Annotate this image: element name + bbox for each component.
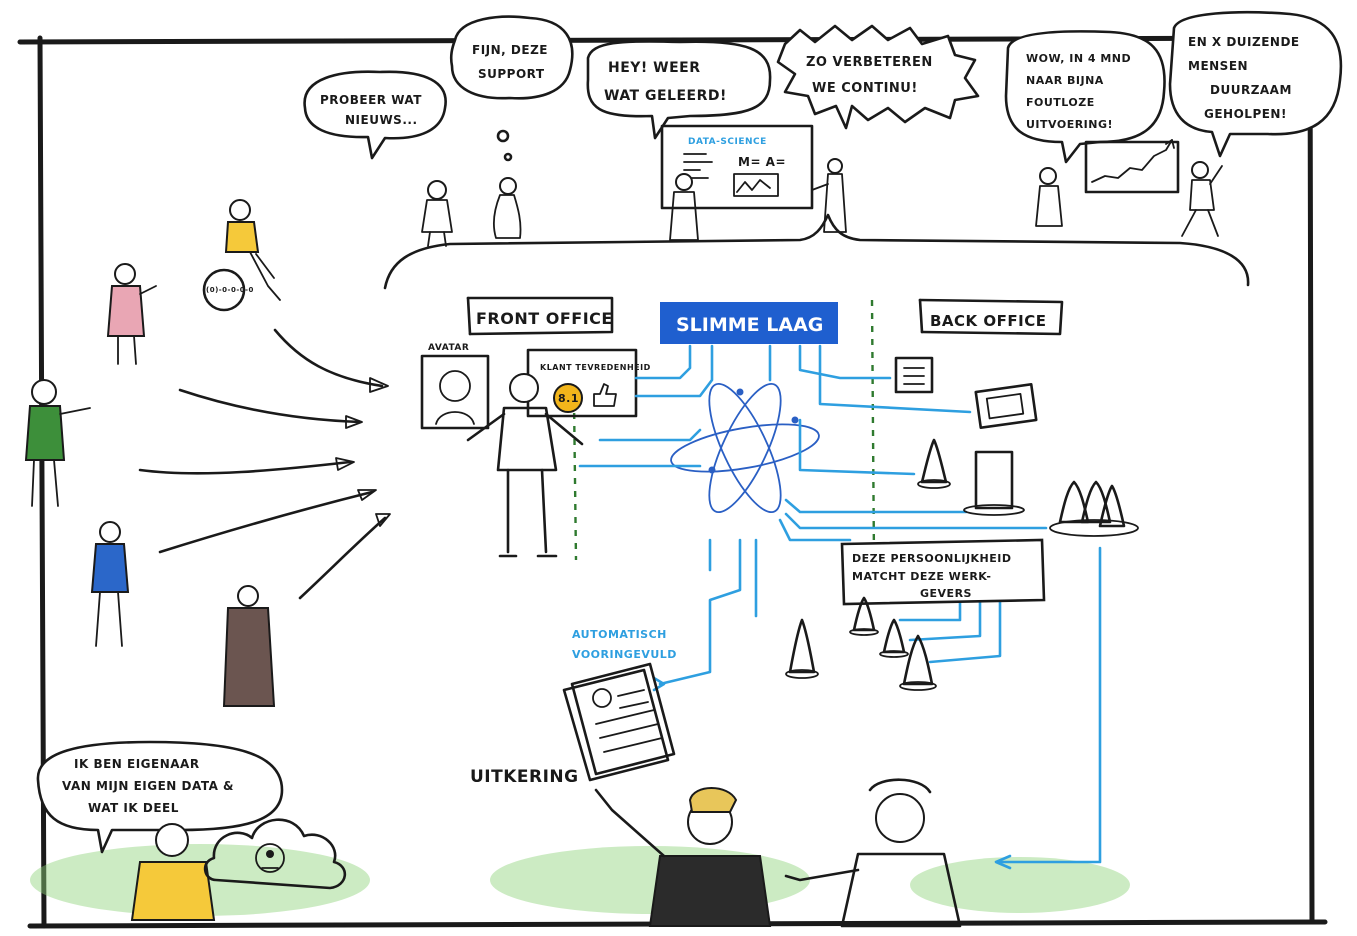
satisfaction-score: 8.1 — [558, 392, 579, 405]
front-office-text: FRONT OFFICE — [476, 309, 613, 328]
satisfaction-panel: KLANT TEVREDENHEID 8.1 — [526, 348, 651, 418]
back-office-text: BACK OFFICE — [930, 312, 1046, 330]
bubble-zo-line-2: WE CONTINU! — [812, 81, 918, 96]
employer-pawns — [785, 596, 937, 691]
bubble-eigenaar-line-3: WAT IK DEEL — [88, 801, 179, 815]
uitkering-label: UITKERING — [470, 767, 579, 787]
bubble-zo-line-1: ZO VERBETEREN — [806, 55, 933, 70]
data-science-board: DATA-SCIENCE M= A= — [660, 124, 814, 210]
match-line-3: GEVERS — [920, 587, 972, 600]
slimme-laag-label: SLIMME LAAG — [660, 302, 838, 344]
bubble-wow-line-2: NAAR BIJNA — [1026, 74, 1104, 87]
bubble-hey: HEY! WEER WAT GELEERD! — [586, 40, 772, 140]
match-line-1: DEZE PERSOONLIJKHEID — [852, 552, 1012, 565]
bubble-probeer: PROBEER WAT NIEUWS... — [303, 70, 447, 160]
person-wheelchair: (0)-0-0-0-0 — [202, 199, 281, 312]
top-figure-cheering — [1181, 161, 1223, 237]
bubble-en-line-2: MENSEN — [1188, 59, 1248, 73]
person-receiving-uitkering — [594, 787, 772, 927]
slimme-laag-text: SLIMME LAAG — [676, 314, 823, 336]
growth-chart-board — [1084, 139, 1180, 194]
front-office-agent — [466, 373, 584, 558]
bubble-wow-line-3: FOUTLOZE — [1026, 96, 1095, 109]
bubble-fijn-line-1: FIJN, DEZE — [472, 43, 548, 57]
automatisch-line-2: VOORINGEVULD — [572, 648, 677, 661]
bubble-en: EN X DUIZENDE MENSEN DUURZAAM GEHOLPEN! — [1168, 10, 1343, 158]
bubble-zo: ZO VERBETEREN WE CONTINU! — [776, 24, 980, 130]
document-icon — [562, 662, 676, 782]
person-elderly-woman — [106, 263, 157, 365]
bubble-en-line-3: DUURZAAM — [1210, 83, 1292, 97]
bubble-fijn: FIJN, DEZE SUPPORT — [449, 15, 574, 162]
automatisch-line-1: AUTOMATISCH — [572, 628, 667, 641]
top-figure-manager — [1035, 167, 1063, 227]
person-green-vest — [24, 379, 91, 507]
smart-layer-atom — [670, 382, 820, 514]
avatar-label: AVATAR — [428, 343, 469, 353]
score-badge-icon: 8.1 — [553, 383, 583, 413]
board-formula: M= A= — [738, 155, 786, 169]
wheelchair-wheel-text: (0)-0-0-0-0 — [206, 286, 254, 294]
bubble-hey-line-2: WAT GELEERD! — [604, 88, 727, 104]
top-figure-learner — [669, 173, 699, 241]
smart-layer-wires — [578, 344, 1102, 870]
avatar-portrait-icon — [435, 370, 475, 425]
match-line-2: MATCHT DEZE WERK- — [852, 570, 991, 583]
person-headscarf — [222, 585, 276, 707]
bubble-eigenaar-line-2: VAN MIJN EIGEN DATA & — [62, 779, 234, 793]
bubble-eigenaar-line-1: IK BEN EIGENAAR — [74, 757, 200, 771]
server-icon — [894, 356, 934, 394]
bubble-hey-line-1: HEY! WEER — [608, 60, 701, 76]
front-office-label: FRONT OFFICE — [466, 296, 614, 336]
match-label: DEZE PERSOONLIJKHEID MATCHT DEZE WERK- G… — [840, 538, 1046, 606]
bubble-fijn-line-2: SUPPORT — [478, 67, 545, 81]
person-data-owner — [130, 823, 216, 921]
person-blue-sweater — [90, 521, 130, 647]
bubble-probeer-line-1: PROBEER WAT — [320, 93, 422, 107]
bubble-eigenaar: IK BEN EIGENAAR VAN MIJN EIGEN DATA & WA… — [36, 740, 284, 854]
top-figure-support-agent — [421, 180, 453, 247]
bubble-en-line-1: EN X DUIZENDE — [1188, 35, 1300, 49]
thumbs-up-icon — [593, 383, 617, 407]
back-office-label: BACK OFFICE — [918, 298, 1064, 336]
board-title: DATA-SCIENCE — [688, 137, 767, 147]
top-figure-presenter — [811, 158, 847, 233]
monitor-icon — [974, 382, 1038, 430]
pawn-group-icon — [1049, 480, 1139, 537]
arrows-to-front-office — [138, 328, 391, 600]
cloud-icon — [203, 818, 347, 890]
bubble-wow-line-4: UITVOERING! — [1026, 118, 1113, 131]
avatar-frame: AVATAR — [420, 343, 490, 430]
person-advisor — [784, 778, 962, 928]
front-office-divider — [572, 399, 578, 561]
top-figure-customer — [493, 177, 522, 239]
automatisch-label: AUTOMATISCH VOORINGEVULD — [572, 628, 677, 661]
bubble-en-line-4: GEHOLPEN! — [1204, 107, 1287, 121]
tower-server-icon — [963, 450, 1025, 516]
top-hill-outline — [383, 213, 1250, 290]
pawn-icon — [917, 438, 951, 489]
back-office-divider — [870, 299, 876, 561]
satisfaction-label: KLANT TEVREDENHEID — [540, 363, 651, 372]
bubble-probeer-line-2: NIEUWS... — [345, 113, 418, 127]
bubble-wow: WOW, IN 4 MND NAAR BIJNA FOUTLOZE UITVOE… — [1004, 30, 1166, 164]
bubble-wow-line-1: WOW, IN 4 MND — [1026, 52, 1131, 65]
